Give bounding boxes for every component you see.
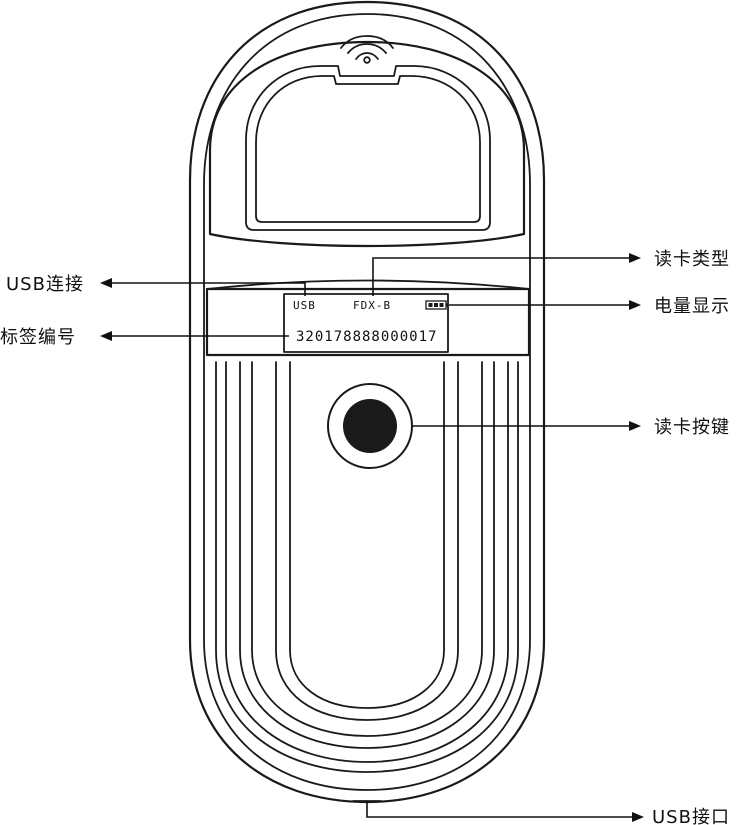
screen-usb-indicator: USB	[293, 299, 316, 312]
screen-tag-number: 320178888000017	[296, 329, 437, 345]
label-usb-port: USB接口	[652, 807, 730, 825]
display-module-frame	[205, 287, 531, 357]
lcd-screen	[283, 293, 449, 353]
label-read-type: 读卡类型	[654, 249, 730, 270]
read-button	[327, 383, 413, 469]
callout-usb-port-leader	[366, 801, 644, 822]
screen-card-type: FDX-B	[353, 299, 391, 312]
head-window-outer	[245, 65, 491, 231]
display-module-upper-edge	[206, 279, 530, 290]
head-panel	[208, 40, 526, 248]
wireless-signal-icon	[340, 35, 394, 64]
label-battery-display: 电量显示	[654, 296, 730, 317]
callout-tag-number-leader	[100, 331, 289, 341]
battery-icon	[425, 300, 448, 310]
label-tag-number: 标签编号	[0, 327, 76, 348]
label-read-button: 读卡按键	[654, 417, 730, 438]
head-window-inner	[255, 75, 481, 223]
callout-battery-display-leader	[449, 300, 641, 310]
handle-grooves	[215, 361, 519, 773]
label-usb-connection: USB连接	[6, 274, 84, 295]
device-inner-outline	[203, 13, 531, 791]
callout-read-type-leader	[372, 253, 641, 296]
callout-read-button-leader	[412, 421, 641, 431]
callout-usb-connection-leader	[100, 278, 306, 296]
